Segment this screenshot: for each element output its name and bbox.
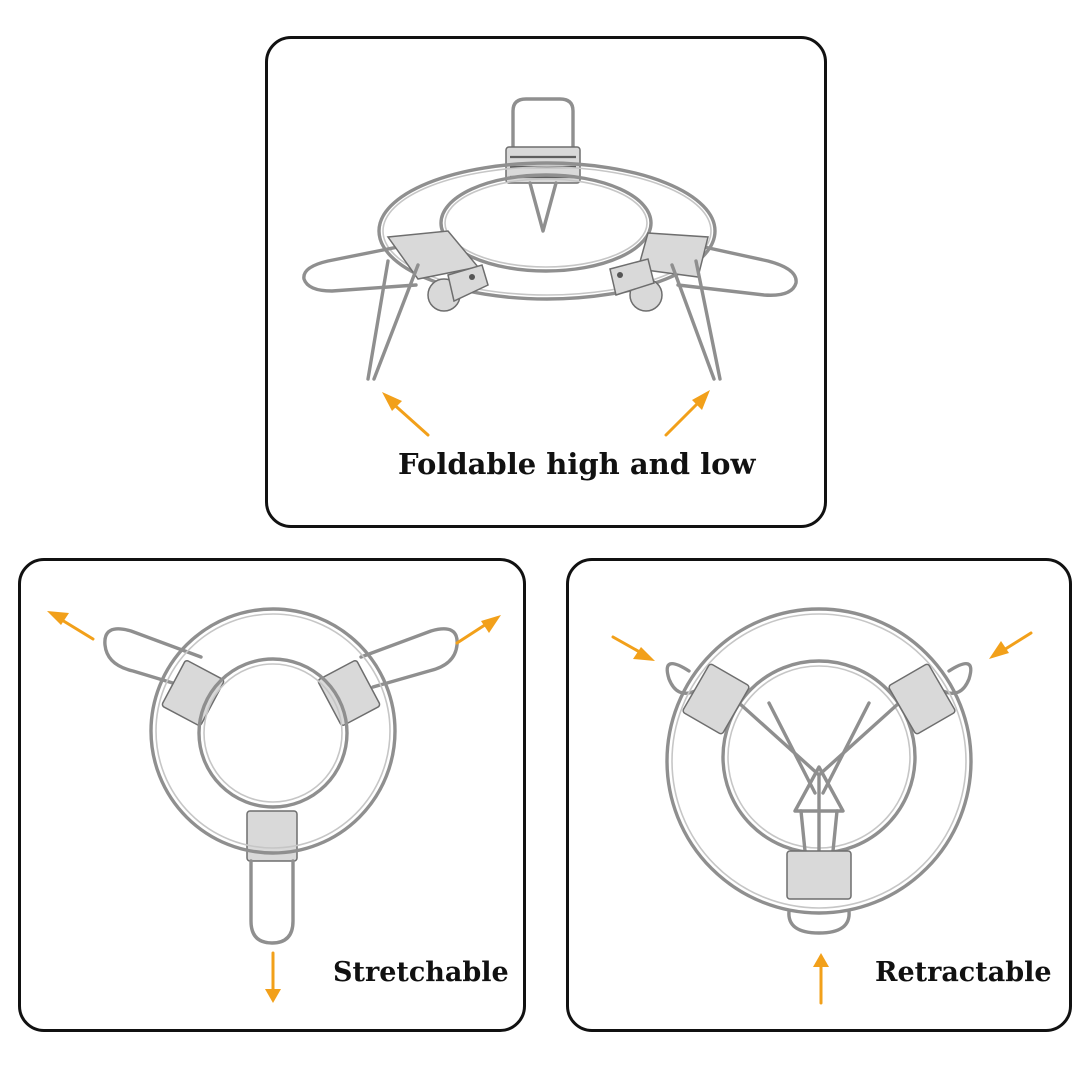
right-fold-arm bbox=[609, 232, 798, 381]
right-arm bbox=[317, 627, 459, 726]
caption-stretchable: Stretchable bbox=[333, 957, 509, 988]
arrow-icon bbox=[47, 611, 95, 641]
caption-retractable: Retractable bbox=[875, 957, 1052, 988]
arrow-icon bbox=[265, 951, 281, 1003]
left-loop bbox=[665, 661, 697, 695]
arrow-icon bbox=[455, 615, 501, 645]
outer-ring bbox=[149, 607, 397, 855]
steamer-rack-retracted-view bbox=[611, 607, 1033, 1005]
left-fold-arm bbox=[302, 230, 489, 381]
right-bracket bbox=[888, 663, 956, 735]
outer-ring bbox=[665, 607, 973, 915]
bottom-bracket bbox=[786, 850, 852, 900]
inner-ring bbox=[197, 657, 349, 809]
caption-foldable: Foldable high and low bbox=[398, 447, 756, 481]
bottom-arm bbox=[246, 810, 298, 945]
panel-foldable: Foldable high and low bbox=[265, 36, 827, 528]
right-loop bbox=[941, 661, 973, 695]
steamer-rack-side-view bbox=[302, 97, 798, 437]
bottom-loop bbox=[787, 909, 851, 935]
arrow-icon bbox=[611, 635, 655, 661]
arrow-icon bbox=[664, 390, 710, 437]
arrow-icon bbox=[382, 392, 430, 437]
steamer-rack-stretched-view bbox=[47, 607, 501, 1003]
inner-ring bbox=[439, 173, 653, 273]
folded-legs bbox=[717, 683, 921, 853]
panel-retractable: Retractable bbox=[566, 558, 1072, 1032]
panel-stretchable: Stretchable bbox=[18, 558, 526, 1032]
left-bracket bbox=[682, 663, 750, 735]
arrow-icon bbox=[989, 631, 1033, 659]
outer-ring bbox=[377, 161, 717, 301]
arrow-icon bbox=[813, 953, 829, 1005]
